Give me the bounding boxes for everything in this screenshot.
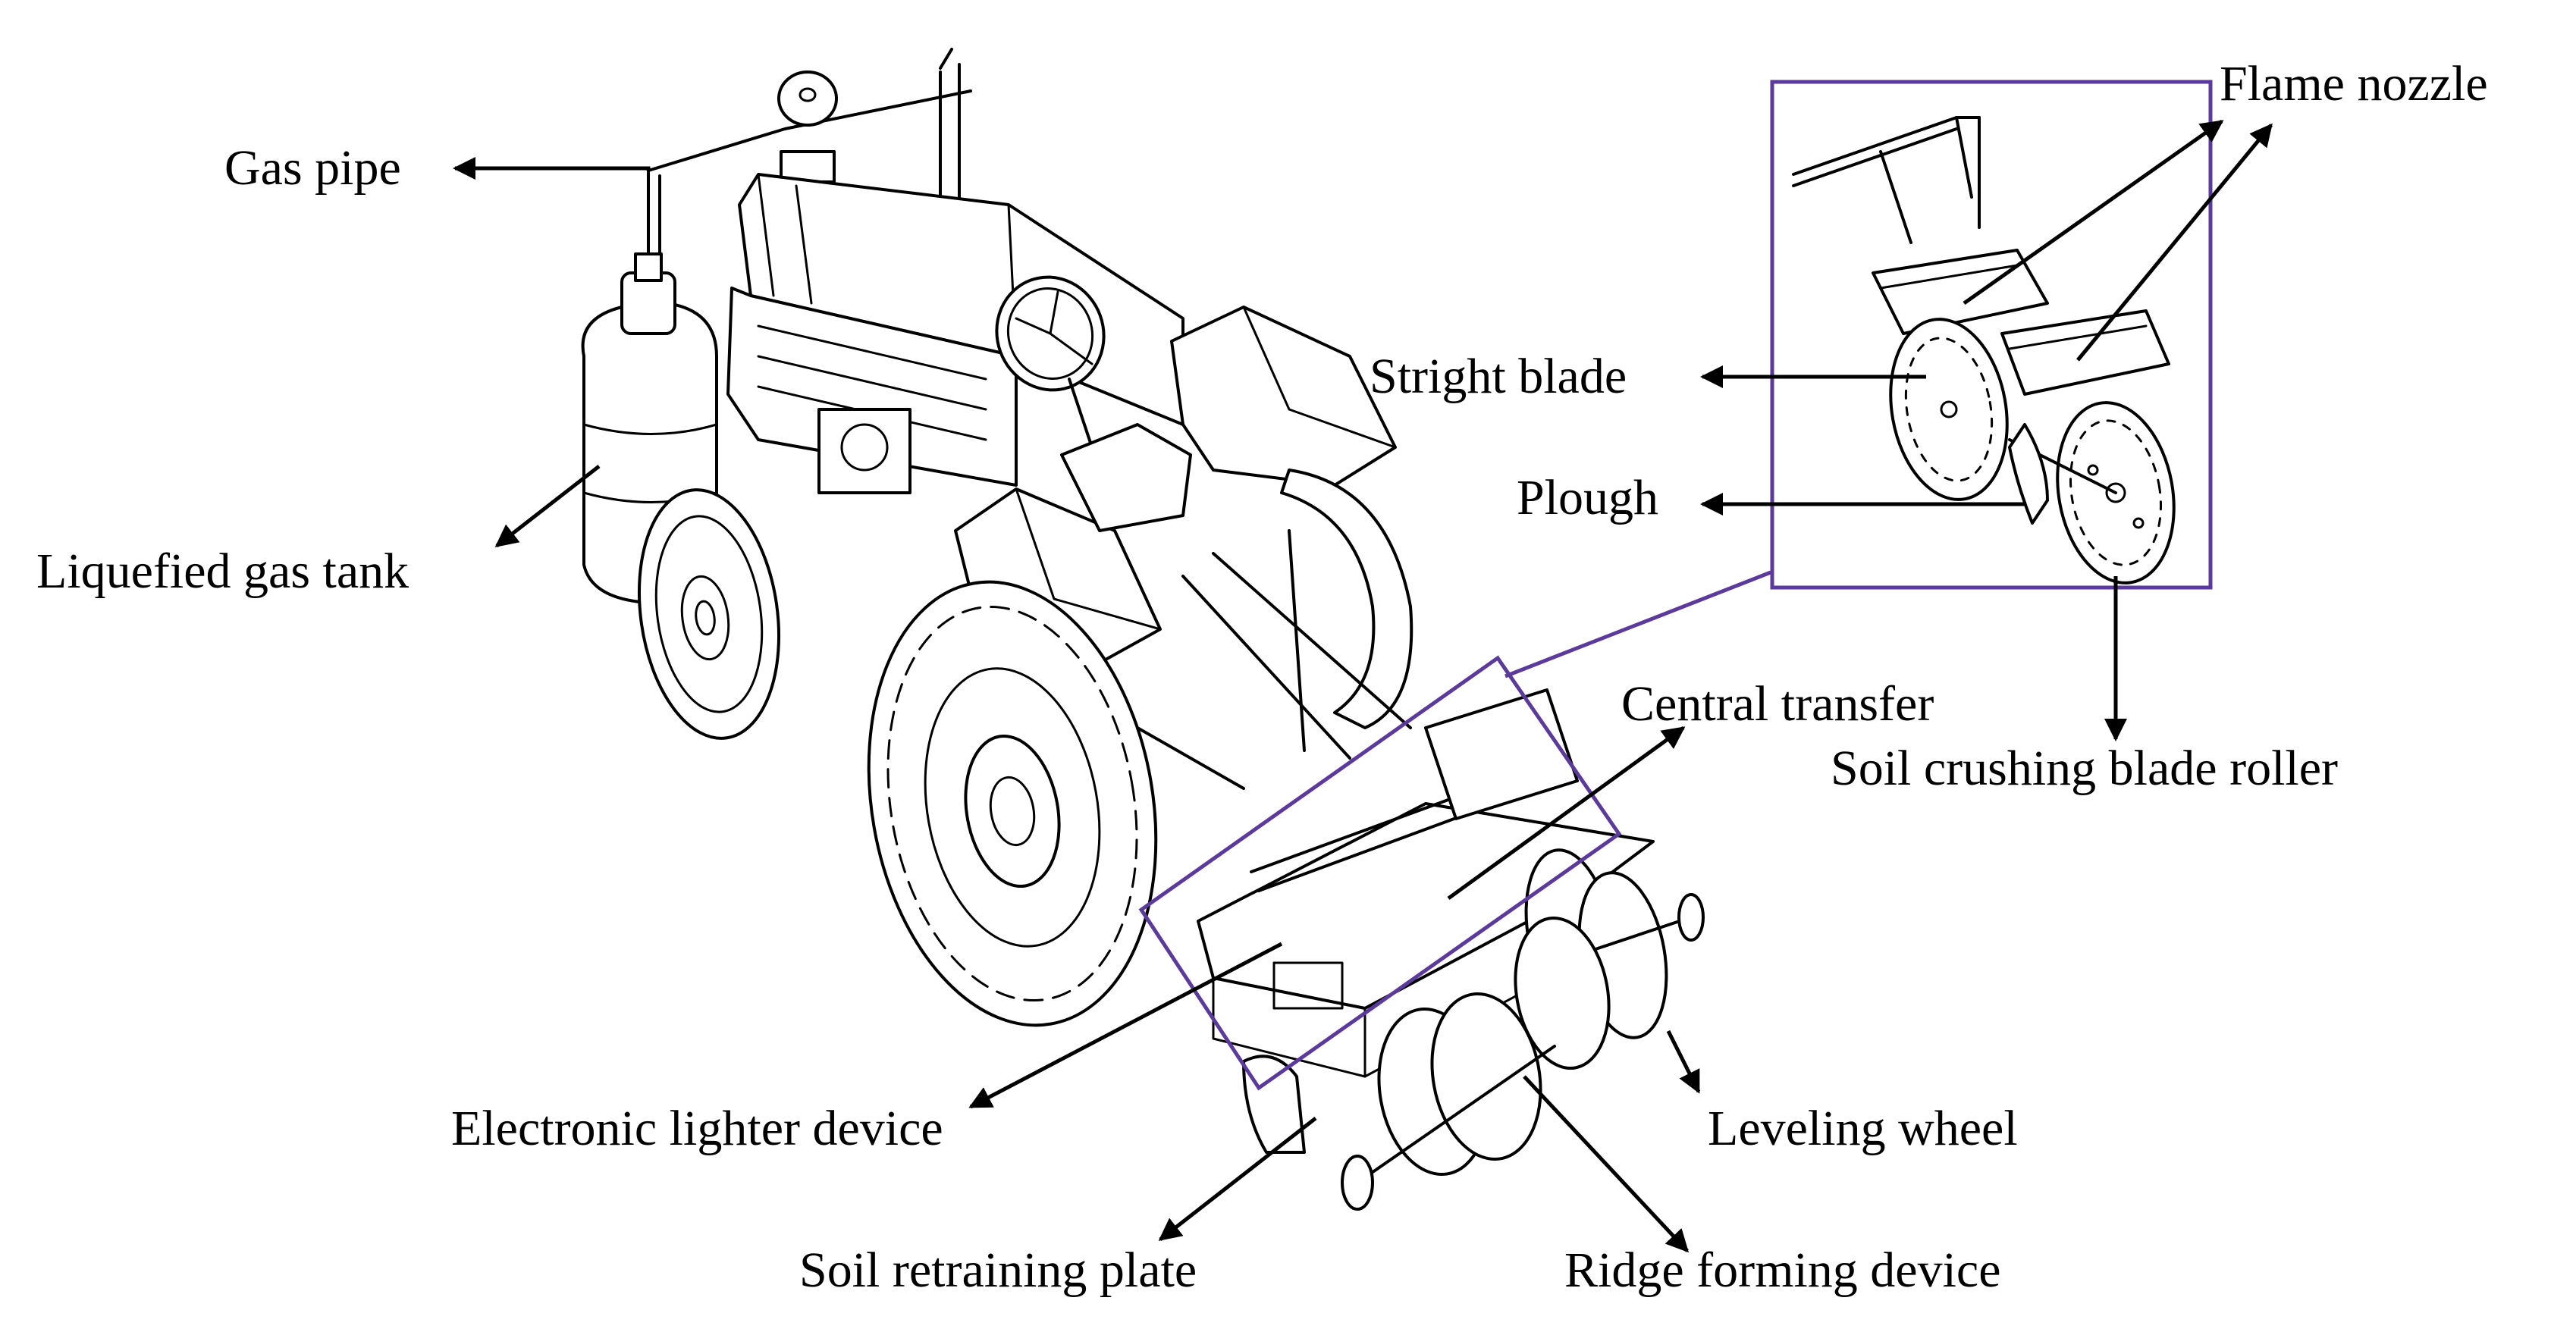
detail-inset-frame xyxy=(1770,80,2213,590)
stright-blade-drawing xyxy=(1889,318,2009,501)
flame-nozzle-leader-2 xyxy=(2076,123,2273,362)
label-electronic-lighter-device: Electronic lighter device xyxy=(451,1101,943,1156)
label-central-transfer: Central transfer xyxy=(1621,676,1934,732)
soil-retraining-plate-leader xyxy=(1158,1117,1317,1241)
soil-crushing-blade-roller-drawing xyxy=(2008,401,2176,585)
detail-connector-line xyxy=(1504,570,1771,679)
implement-illustration xyxy=(1197,688,1705,1211)
rear-wheel-drawing xyxy=(867,580,1158,1027)
label-soil-crushing-blade-roller: Soil crushing blade roller xyxy=(1831,741,2338,796)
label-plough: Plough xyxy=(1517,470,1658,525)
liquefied-gas-tank-leader xyxy=(494,465,601,547)
hitch-drawing xyxy=(1136,529,1412,790)
ridge-forming-device-leader xyxy=(1523,1075,1690,1253)
label-stright-blade: Stright blade xyxy=(1370,349,1627,404)
central-transfer-leader xyxy=(1447,726,1686,901)
detail-inset-drawing xyxy=(1792,116,2176,585)
central-transfer-drawing xyxy=(1424,688,1579,820)
label-gas-pipe: Gas pipe xyxy=(224,140,401,196)
far-rear-wheel-drawing xyxy=(1280,469,1414,729)
electronic-lighter-device-leader xyxy=(968,942,1283,1109)
label-ridge-forming-device: Ridge forming device xyxy=(1564,1243,2001,1298)
labels: Gas pipe Liquefied gas tank Flame nozzle… xyxy=(36,56,2488,1298)
flame-nozzle-leader-1 xyxy=(1963,119,2224,306)
label-liquefied-gas-tank: Liquefied gas tank xyxy=(36,544,409,599)
label-leveling-wheel: Leveling wheel xyxy=(1708,1101,2018,1156)
tractor-illustration xyxy=(581,48,1414,1027)
plough-drawing xyxy=(2008,423,2049,525)
leader-lines xyxy=(453,119,2273,1253)
soil-retaining-plate-drawing xyxy=(1242,1055,1306,1154)
gas-pipe-drawing xyxy=(647,89,972,255)
front-wheel-drawing xyxy=(637,488,781,740)
steering-wheel-drawing xyxy=(995,275,1106,472)
ridge-forming-device-drawing xyxy=(1341,916,1611,1211)
gas-pipe-leader xyxy=(453,157,651,180)
leveling-wheel-leader xyxy=(1666,1030,1701,1094)
label-flame-nozzle: Flame nozzle xyxy=(2220,56,2488,111)
implement-highlight-frame xyxy=(1138,655,1622,1091)
label-soil-retraining-plate: Soil retraining plate xyxy=(799,1243,1197,1298)
